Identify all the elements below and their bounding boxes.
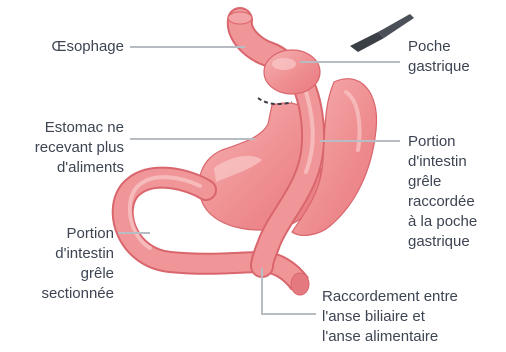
label-poche-gastrique: Poche gastrique	[408, 37, 504, 77]
pouch-shine	[272, 58, 296, 70]
staple-line-bottom	[258, 98, 292, 104]
label-portion-sectionnee: Portion d'intestin grêle sectionnée	[6, 224, 114, 304]
gastric-pouch	[264, 50, 320, 94]
distal-limb-cut	[291, 273, 309, 295]
label-estomac: Estomac ne recevant plus d'aliments	[6, 118, 124, 178]
scalpel-icon	[350, 14, 414, 52]
label-raccordement: Raccordement entre l'anse biliaire et l'…	[322, 287, 504, 347]
esophagus-top	[228, 12, 252, 24]
label-portion-raccordee: Portion d'intestin grêle raccordée à la …	[408, 132, 504, 252]
label-oesophage: Œsophage	[20, 37, 124, 57]
staple-line-top	[330, 64, 356, 76]
